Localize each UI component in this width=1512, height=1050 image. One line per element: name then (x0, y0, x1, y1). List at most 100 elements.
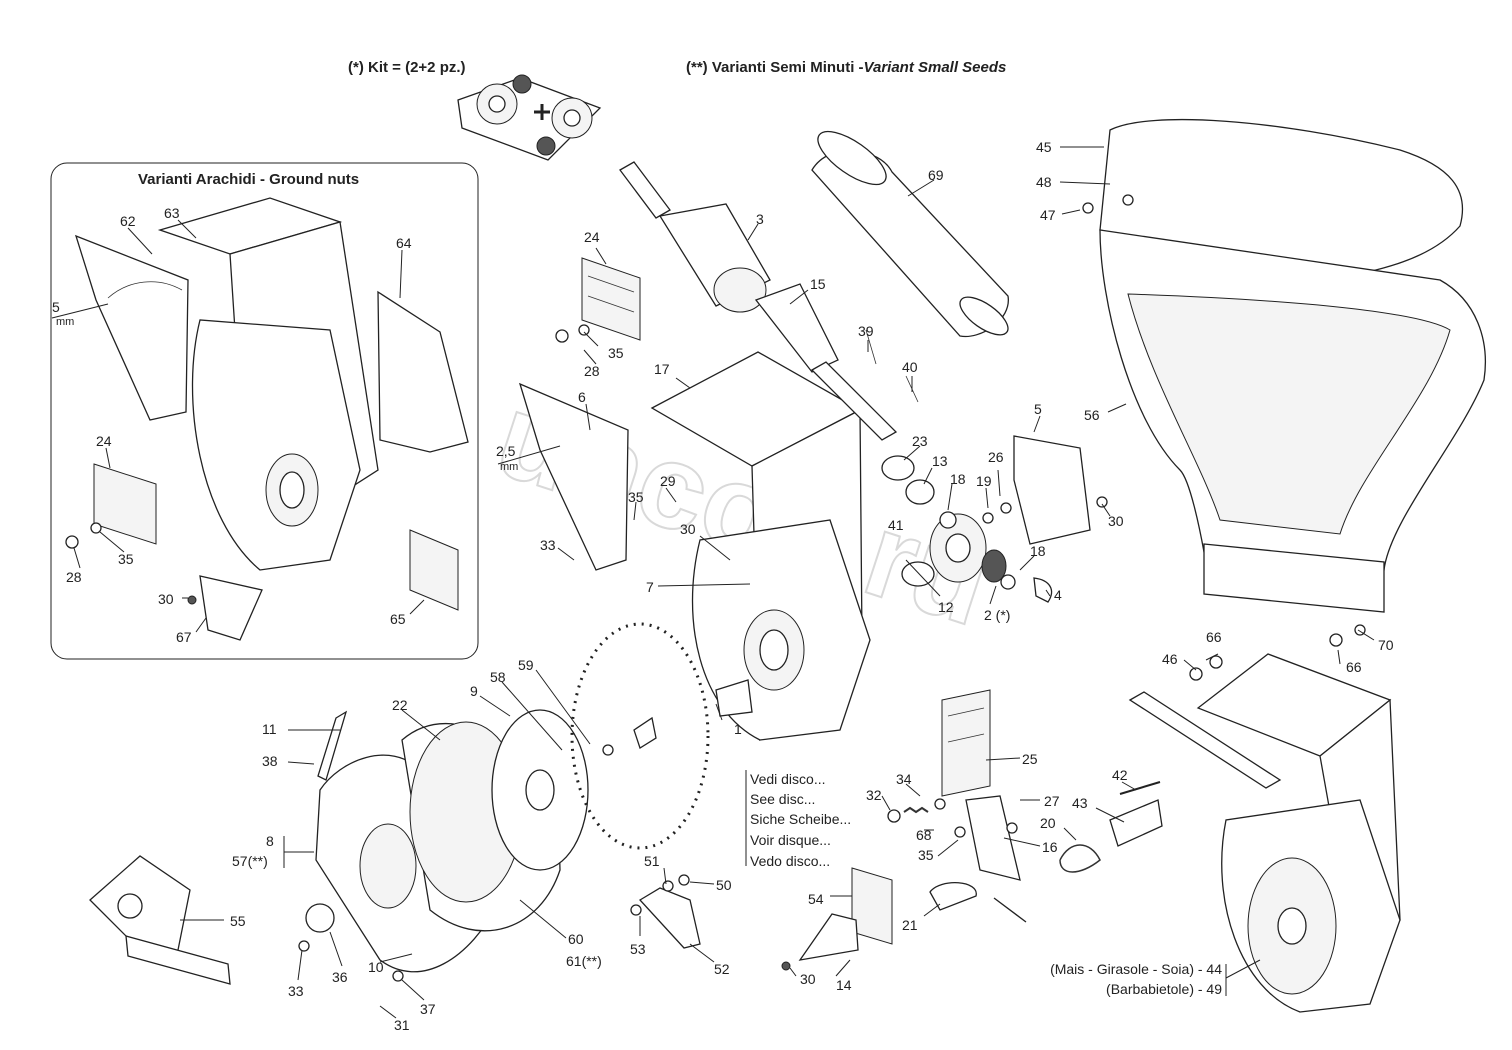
small-seeds-unit (1128, 624, 1401, 1013)
label-35-mid: 35 (628, 489, 644, 505)
brackets-50-54 (630, 867, 893, 971)
label-55: 55 (230, 913, 246, 929)
label-47: 47 (1040, 207, 1056, 223)
label-51: 51 (644, 853, 660, 869)
label-60: 60 (568, 931, 584, 947)
label-33-lower: 33 (288, 983, 304, 999)
label-46: 46 (1162, 651, 1178, 667)
label-63: 63 (164, 205, 180, 221)
label-50: 50 (716, 877, 732, 893)
label-30-lower: 30 (800, 971, 816, 987)
label-22: 22 (392, 697, 408, 713)
disc-note: Vedi disco... See disc... Siche Scheibe.… (750, 771, 851, 869)
label-7: 7 (646, 579, 654, 595)
label-66-right: 66 (1346, 659, 1362, 675)
label-42: 42 (1112, 767, 1128, 783)
label-20: 20 (1040, 815, 1056, 831)
label-30-mid: 30 (680, 521, 696, 537)
label-62: 62 (120, 213, 136, 229)
label-28-inset: 28 (66, 569, 82, 585)
label-52: 52 (714, 961, 730, 977)
label-48: 48 (1036, 174, 1052, 190)
label-35-lower: 35 (918, 847, 934, 863)
label-35-inset: 35 (118, 551, 134, 567)
kit-label: (*) Kit = (2+2 pz.) (348, 59, 466, 76)
label-39: 39 (858, 323, 874, 339)
variant-note-beet: (Barbabietole) - 49 (1106, 981, 1222, 997)
label-64: 64 (396, 235, 412, 251)
seed-hopper (1082, 118, 1486, 613)
label-40: 40 (902, 359, 918, 375)
label-6: 6 (578, 389, 586, 405)
disc-note-line-2: See disc... (750, 791, 815, 807)
label-21: 21 (902, 917, 918, 933)
small-seeds-en: Variant Small Seeds (864, 59, 1007, 76)
label-33-mid: 33 (540, 537, 556, 553)
ground-nuts-assembly (65, 197, 469, 641)
dim-5mm-value: 5 (52, 299, 60, 315)
label-14: 14 (836, 977, 852, 993)
label-26: 26 (988, 449, 1004, 465)
label-27: 27 (1044, 793, 1060, 809)
label-38: 38 (262, 753, 278, 769)
label-18-lower: 18 (1030, 543, 1046, 559)
leader-lines (73, 146, 1375, 1019)
label-65: 65 (390, 611, 406, 627)
cover-and-disc-assembly (298, 622, 710, 982)
label-30-inset: 30 (158, 591, 174, 607)
disc-note-line-4: Voir disque... (750, 832, 831, 848)
label-41: 41 (888, 517, 904, 533)
part-labels: 45 48 47 56 69 3 15 24 35 28 39 40 17 6 … (66, 139, 1394, 1033)
label-67: 67 (176, 629, 192, 645)
dim-5mm-unit: mm (56, 316, 74, 328)
label-53: 53 (630, 941, 646, 957)
label-25: 25 (1022, 751, 1038, 767)
label-45: 45 (1036, 139, 1052, 155)
main-hopper-assembly (518, 351, 871, 742)
small-seeds-label: (**) Varianti Semi Minuti -Variant Small… (686, 59, 1006, 76)
label-18-upper: 18 (950, 471, 966, 487)
label-43: 43 (1072, 795, 1088, 811)
label-11: 11 (262, 721, 277, 737)
label-54: 54 (808, 891, 824, 907)
ground-nuts-title: Varianti Arachidi - Ground nuts (138, 171, 359, 188)
label-19: 19 (976, 473, 992, 489)
label-29: 29 (660, 473, 676, 489)
label-34: 34 (896, 771, 912, 787)
label-23: 23 (912, 433, 928, 449)
label-24-top: 24 (584, 229, 600, 245)
label-57: 57(**) (232, 853, 268, 869)
label-68: 68 (916, 827, 932, 843)
label-2-kit: 2 (*) (984, 607, 1010, 623)
label-9: 9 (470, 683, 478, 699)
ground-nuts-inset-frame (50, 162, 479, 660)
label-24-inset: 24 (96, 433, 112, 449)
small-seeds-it: (**) Varianti Semi Minuti - (686, 59, 864, 76)
label-69: 69 (928, 167, 944, 183)
dim-25mm-value: 2,5 (496, 443, 516, 459)
label-15: 15 (810, 276, 826, 292)
label-58: 58 (490, 669, 506, 685)
label-30-right: 30 (1108, 513, 1124, 529)
label-3: 3 (756, 211, 764, 227)
label-10: 10 (368, 959, 384, 975)
label-1: 1 (734, 721, 742, 737)
label-4: 4 (1054, 587, 1062, 603)
dim-25mm: 2,5 mm (496, 443, 561, 473)
label-59: 59 (518, 657, 534, 673)
gear-train (881, 435, 1108, 603)
label-16: 16 (1042, 839, 1058, 855)
label-56: 56 (1084, 407, 1100, 423)
drive-shaft (619, 161, 919, 441)
label-12: 12 (938, 599, 954, 615)
variant-notes: (Mais - Girasole - Soia) - 44 (Barbabiet… (1050, 961, 1222, 997)
label-70: 70 (1378, 637, 1394, 653)
label-5: 5 (1034, 401, 1042, 417)
label-28-top: 28 (584, 363, 600, 379)
disc-note-line-3: Siche Scheibe... (750, 811, 851, 827)
label-17: 17 (654, 361, 670, 377)
label-35-top: 35 (608, 345, 624, 361)
label-36: 36 (332, 969, 348, 985)
disc-note-line-1: Vedi disco... (750, 771, 826, 787)
